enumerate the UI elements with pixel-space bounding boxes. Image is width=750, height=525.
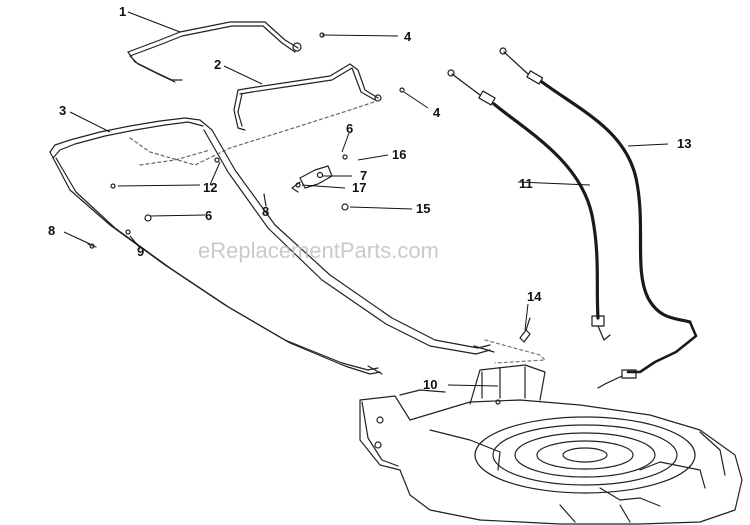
- callout-12: 12: [203, 180, 217, 195]
- callout-6-top: 6: [346, 121, 353, 136]
- bolt: [519, 317, 531, 343]
- handle-hardware: [87, 157, 267, 249]
- callout-9: 9: [137, 244, 144, 259]
- callout-6-left: 6: [205, 208, 212, 223]
- callout-17: 17: [352, 180, 366, 195]
- upper-handle-bracket: [127, 21, 325, 83]
- main-handle: [49, 117, 495, 375]
- control-lever-assembly: [291, 154, 349, 211]
- control-dash-line: [129, 99, 381, 166]
- callout-13: 13: [677, 136, 691, 151]
- mower-deck: [359, 364, 743, 525]
- watermark-text: eReplacementParts.com: [198, 238, 439, 263]
- callout-1: 1: [119, 4, 126, 19]
- callout-10: 10: [423, 377, 437, 392]
- callout-labels: 1 2 3 4 4 6 16 7 17 15 12 8 6 8 9 11 13 …: [48, 4, 691, 392]
- middle-control-bracket: [233, 63, 405, 131]
- callout-2: 2: [214, 57, 221, 72]
- callout-11: 11: [519, 176, 533, 191]
- callout-4-mid: 4: [433, 105, 441, 120]
- callout-14: 14: [527, 289, 542, 304]
- callout-3: 3: [59, 103, 66, 118]
- callout-16: 16: [392, 147, 406, 162]
- callout-7: 7: [360, 168, 367, 183]
- callout-4-top: 4: [404, 29, 412, 44]
- callout-15: 15: [416, 201, 430, 216]
- callout-8-left: 8: [48, 223, 55, 238]
- cable-13: [499, 47, 698, 389]
- callout-8-mid: 8: [262, 204, 269, 219]
- cable-11: [447, 69, 611, 341]
